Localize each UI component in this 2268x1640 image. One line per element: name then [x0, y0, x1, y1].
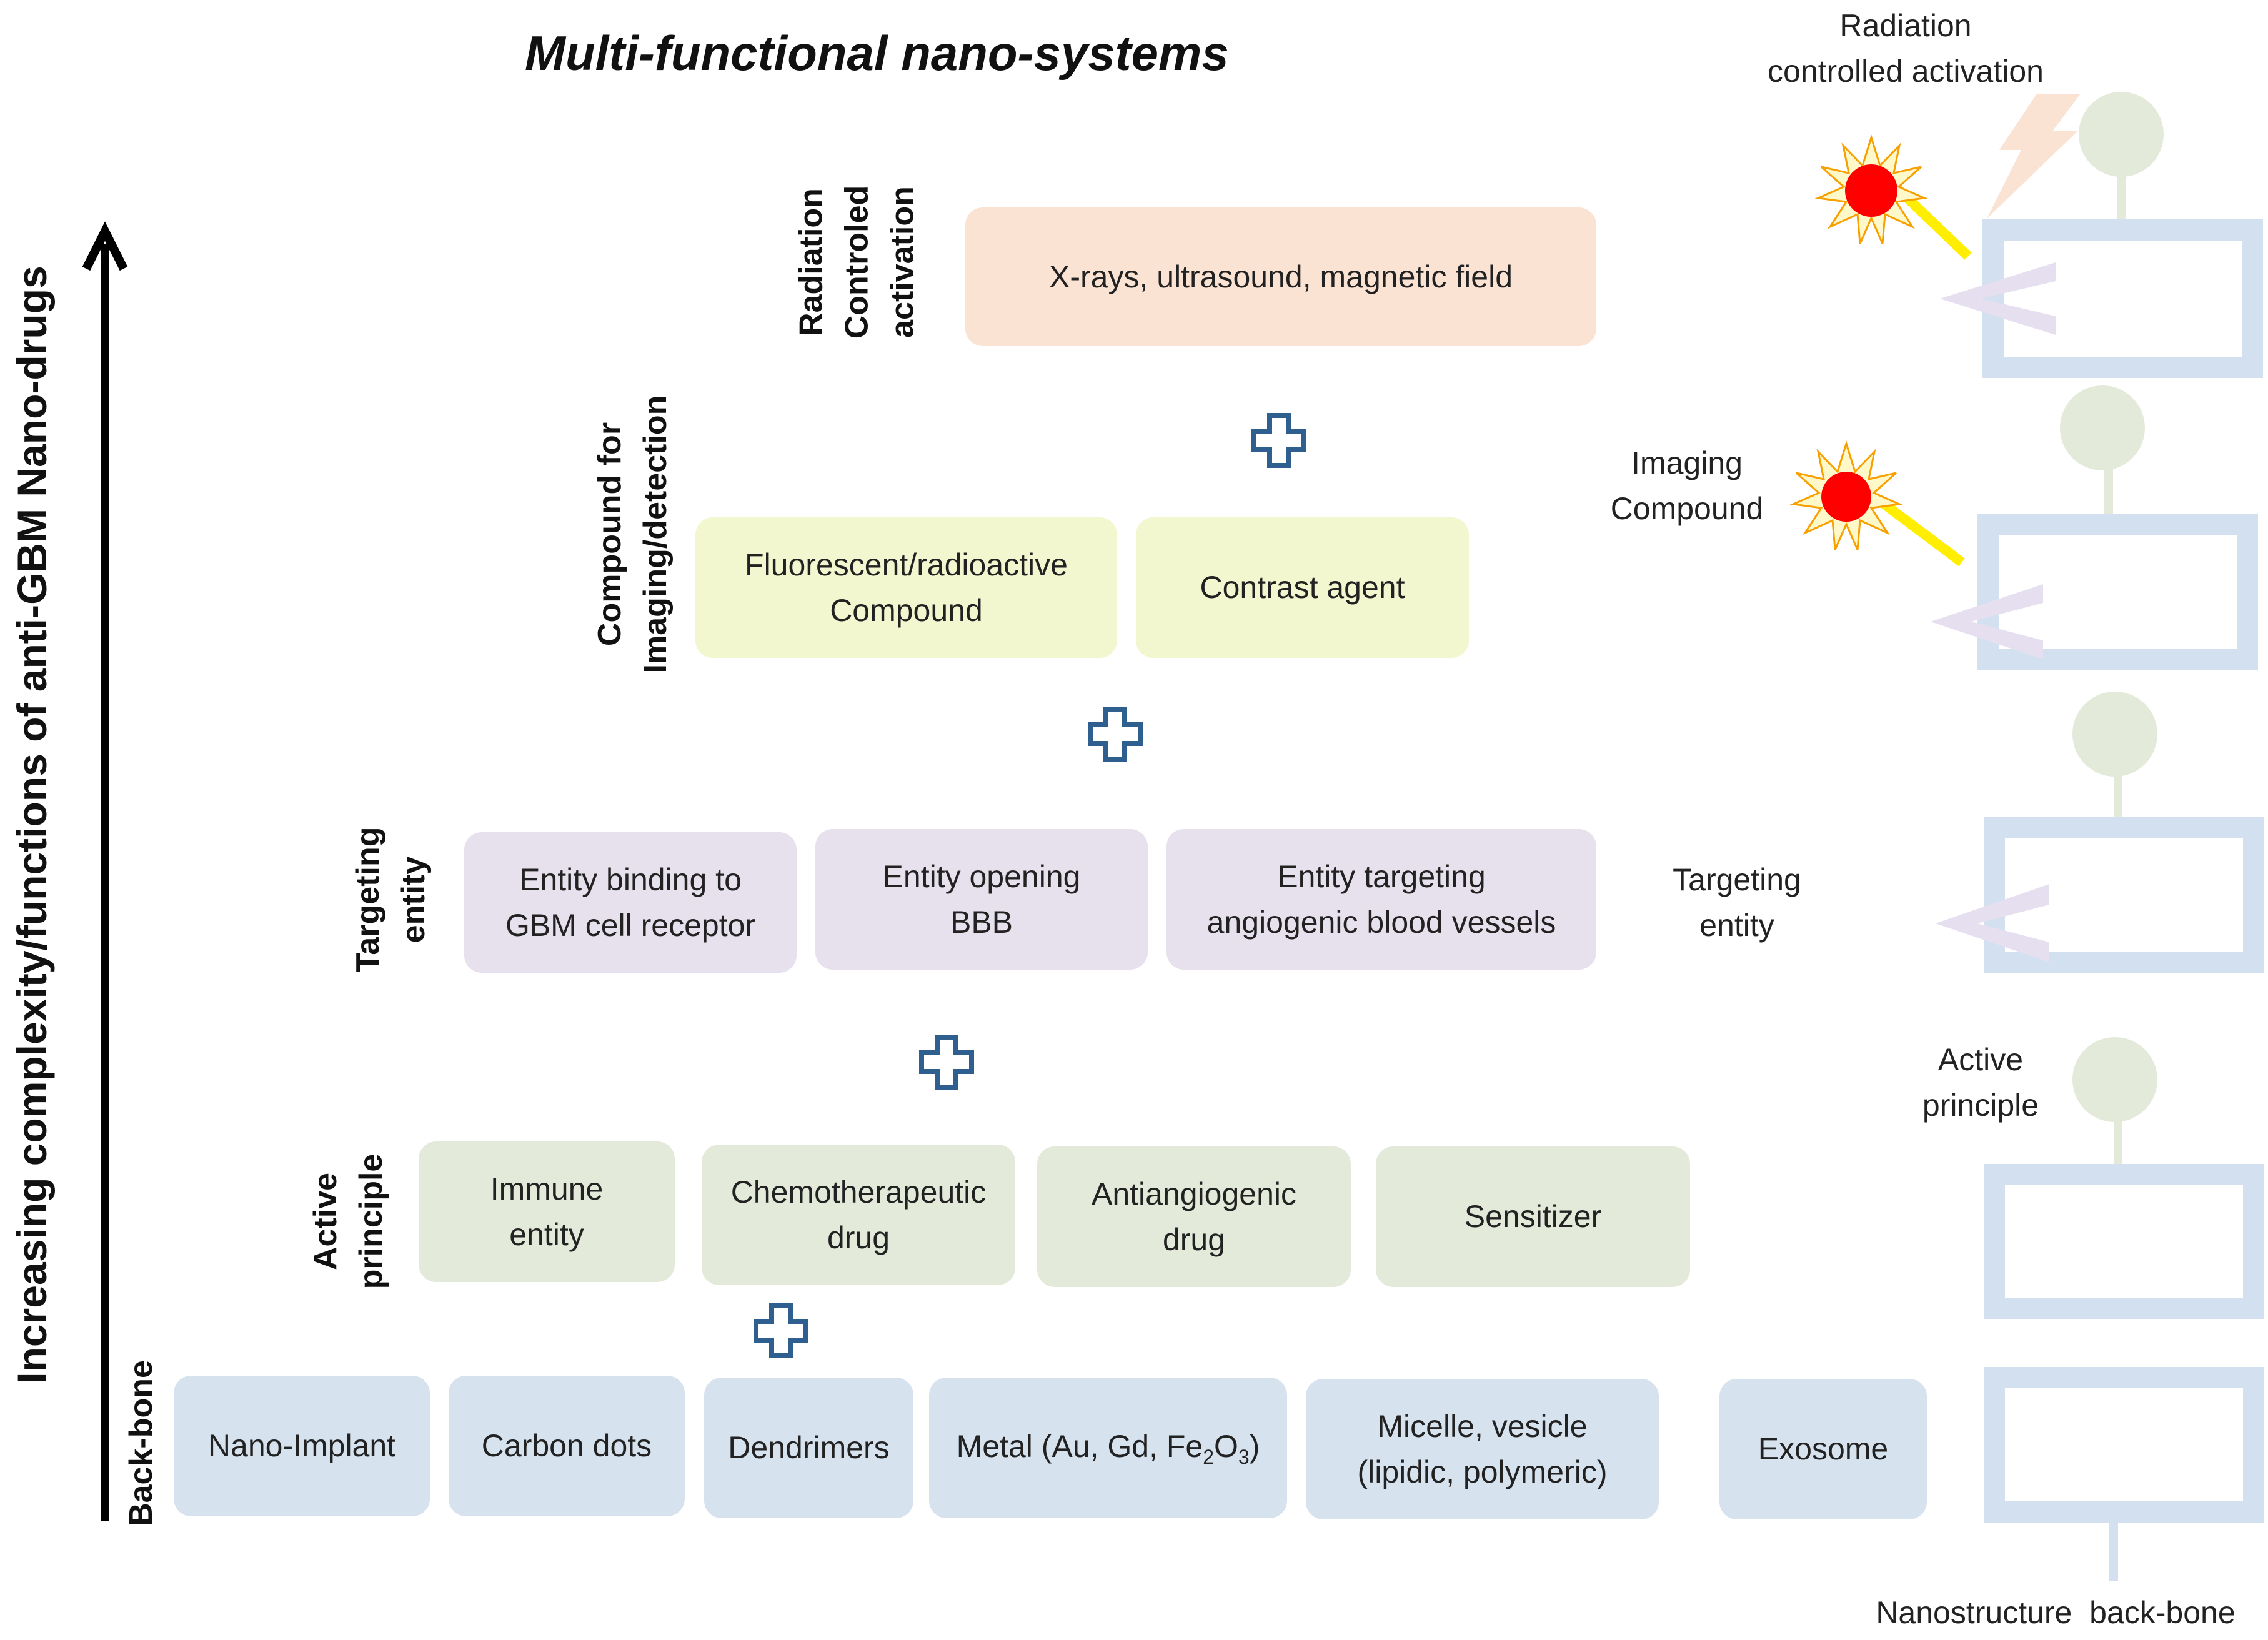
metal-main: Metal (Au, Gd, Fe — [956, 1429, 1203, 1464]
active-box-antiangiogenic: Antiangiogenic drug — [1037, 1146, 1351, 1287]
label-backbone: Back-bone — [123, 1360, 159, 1526]
active-text-sensitizer: Sensitizer — [1464, 1199, 1602, 1235]
star-burst-icon — [1789, 440, 1903, 550]
active-box-sensitizer: Sensitizer — [1376, 1146, 1690, 1287]
backbone-text-exosome: Exosome — [1758, 1431, 1889, 1467]
label-radiation: Radiation Controled activation — [793, 185, 921, 339]
axis-arrow-up-icon — [82, 221, 128, 1521]
right-label-radiation: Radiation controlled activation — [1768, 8, 2044, 89]
active-box-immune: Immune entity — [419, 1141, 675, 1282]
backbone-text-nano-implant: Nano-Implant — [207, 1428, 396, 1464]
diagram-title: Multi-functional nano-systems — [525, 26, 1229, 81]
backbone-text-micelle: Micelle, vesicle (lipidic, polymeric) — [1357, 1409, 1608, 1489]
right-label-imaging: Imaging Compound — [1610, 445, 1764, 526]
metal-o: O — [1214, 1429, 1238, 1464]
backbone-box-exosome: Exosome — [1719, 1379, 1927, 1519]
backbone-box-carbon-dots: Carbon dots — [449, 1376, 685, 1516]
metal-sub-o: 3 — [1238, 1446, 1250, 1469]
plus-icon — [754, 1303, 808, 1358]
metal-sub-fe: 2 — [1203, 1446, 1215, 1469]
targeting-text-angiogenic: Entity targeting angiogenic blood vessel… — [1206, 859, 1556, 940]
active-box-chemo: Chemotherapeutic drug — [702, 1145, 1015, 1285]
plus-icon — [1251, 413, 1306, 468]
backbone-text-carbon-dots: Carbon dots — [481, 1428, 652, 1464]
right-label-targeting: Targeting entity — [1673, 862, 1801, 943]
lightning-icon — [1987, 94, 2081, 219]
targeting-text-bbb: Entity opening BBB — [882, 859, 1081, 940]
backbone-text-metal: Metal (Au, Gd, Fe2O3) — [957, 1424, 1260, 1471]
label-targeting-entity: Targeting entity — [350, 827, 432, 973]
backbone-box-nano-implant: Nano-Implant — [174, 1376, 430, 1516]
imaging-text-fluorescent: Fluorescent/radioactive Compound — [745, 547, 1068, 628]
targeting-box-gbm-receptor: Entity binding to GBM cell receptor — [464, 832, 797, 973]
imaging-box-fluorescent: Fluorescent/radioactive Compound — [695, 517, 1117, 658]
targeting-box-bbb: Entity opening BBB — [815, 829, 1148, 970]
targeting-box-angiogenic: Entity targeting angiogenic blood vessel… — [1166, 829, 1596, 970]
targeting-text-gbm-receptor: Entity binding to GBM cell receptor — [505, 862, 756, 943]
right-label-active: Active principle — [1922, 1042, 2039, 1123]
radiation-box: X-rays, ultrasound, magnetic field — [965, 207, 1596, 346]
metal-close: ) — [1249, 1429, 1260, 1464]
plus-icon — [919, 1035, 974, 1090]
label-imaging: Compound for Imaging/detection — [592, 395, 674, 673]
label-active-principle: Active principle — [307, 1153, 389, 1290]
backbone-box-micelle: Micelle, vesicle (lipidic, polymeric) — [1306, 1379, 1659, 1519]
backbone-box-metal: Metal (Au, Gd, Fe2O3) — [929, 1378, 1287, 1518]
axis-label: Increasing complexity/functions of anti-… — [9, 266, 55, 1384]
imaging-text-contrast: Contrast agent — [1200, 570, 1405, 605]
active-text-chemo: Chemotherapeutic drug — [730, 1175, 987, 1255]
backbone-box-dendrimers: Dendrimers — [704, 1378, 913, 1518]
imaging-box-contrast: Contrast agent — [1136, 517, 1469, 658]
active-text-antiangiogenic: Antiangiogenic drug — [1091, 1176, 1297, 1257]
active-text-immune: Immune entity — [490, 1171, 604, 1252]
backbone-text-dendrimers: Dendrimers — [728, 1430, 890, 1466]
right-label-backbone: Nanostructure back-bone — [1876, 1595, 2236, 1630]
radiation-text: X-rays, ultrasound, magnetic field — [1048, 259, 1513, 294]
plus-icon — [1088, 707, 1143, 762]
nanosystem-schematic — [1871, 92, 2264, 1581]
star-burst-icon — [1814, 134, 1928, 244]
